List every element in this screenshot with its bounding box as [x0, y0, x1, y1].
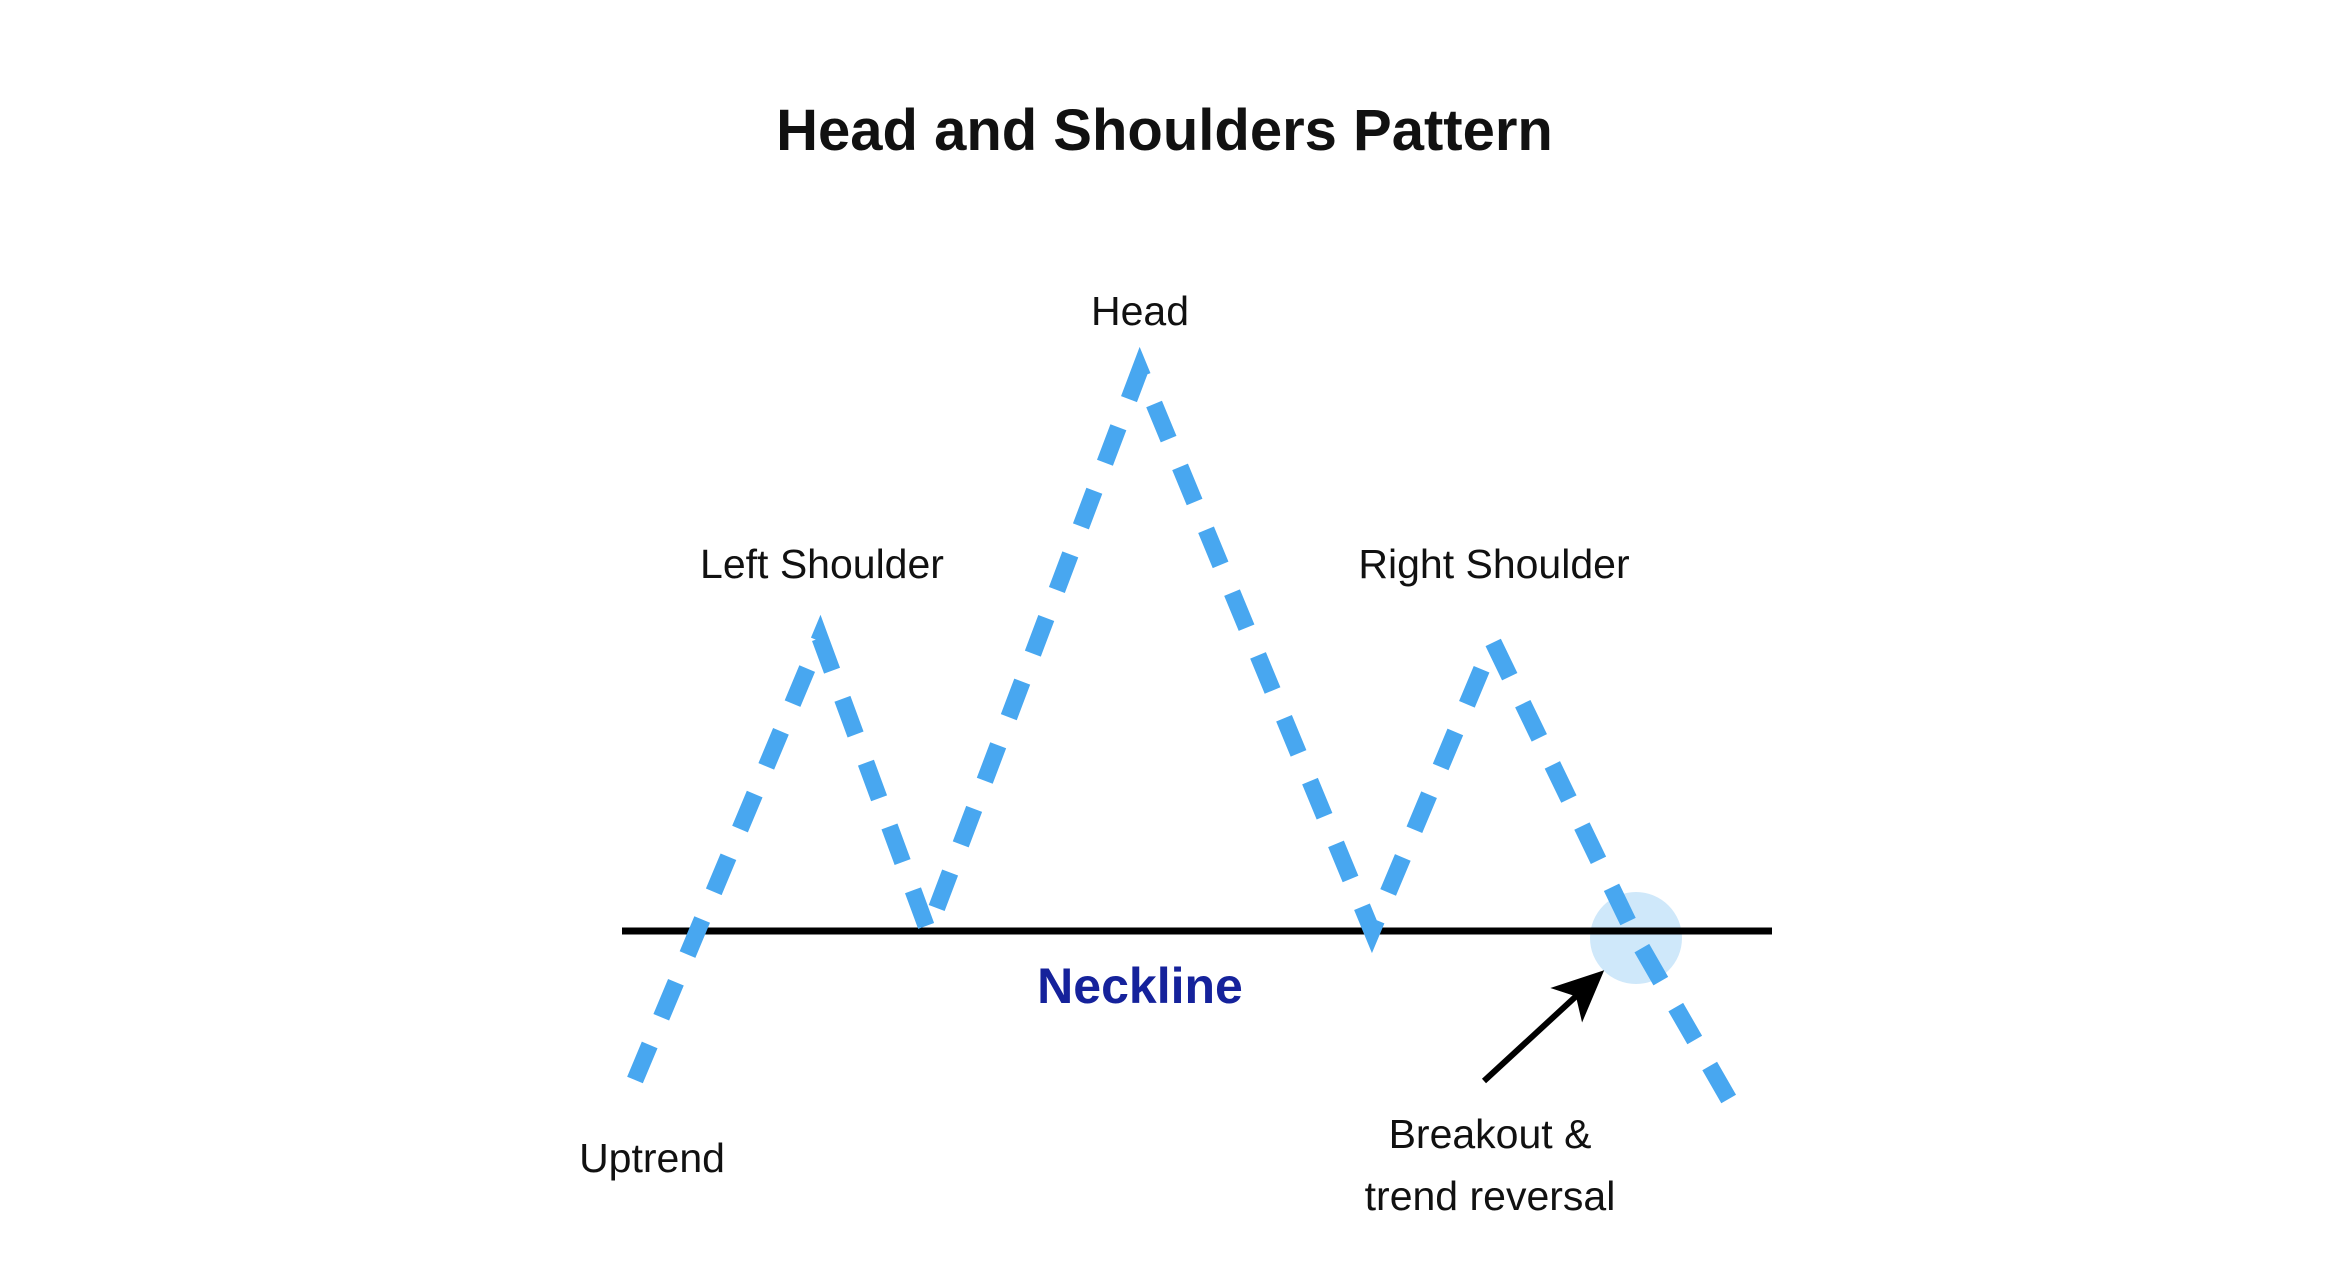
- breakout-annotation-arrow: [1481, 970, 1605, 1084]
- price-pattern-line: [627, 346, 1743, 1115]
- label-right-shoulder: Right Shoulder: [1358, 541, 1629, 587]
- label-breakout-line2: trend reversal: [1365, 1173, 1616, 1219]
- page-title: Head and Shoulders Pattern: [776, 98, 1553, 163]
- label-neckline: Neckline: [1037, 958, 1243, 1014]
- label-breakout-line1: Breakout &: [1389, 1111, 1592, 1157]
- label-head: Head: [1091, 288, 1189, 334]
- label-left-shoulder: Left Shoulder: [700, 541, 944, 587]
- label-uptrend: Uptrend: [579, 1135, 725, 1181]
- breakout-highlight-circle: [1590, 892, 1682, 984]
